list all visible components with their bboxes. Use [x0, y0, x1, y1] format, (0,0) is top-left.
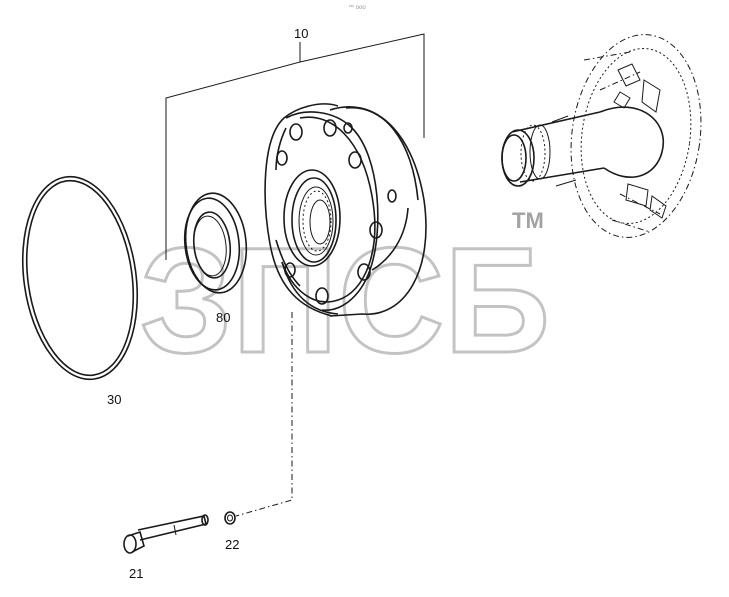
stator-shaft — [501, 34, 702, 238]
callout-22: 22 — [225, 537, 239, 552]
callout-21: 21 — [129, 566, 143, 581]
pump-housing — [264, 103, 427, 317]
washer — [224, 511, 236, 525]
callout-80: 80 — [216, 310, 230, 325]
watermark: ЗПСБ TM — [139, 208, 552, 386]
watermark-text: ЗПСБ — [140, 216, 550, 384]
bolt — [123, 514, 209, 554]
callout-lines — [165, 33, 425, 517]
callout-10: 10 — [294, 26, 308, 41]
watermark-trademark: TM — [512, 208, 544, 233]
shaft-seal — [183, 192, 248, 294]
o-ring — [21, 175, 139, 381]
corner-mark: ™ ooo — [348, 4, 366, 11]
callout-30: 30 — [107, 392, 121, 407]
